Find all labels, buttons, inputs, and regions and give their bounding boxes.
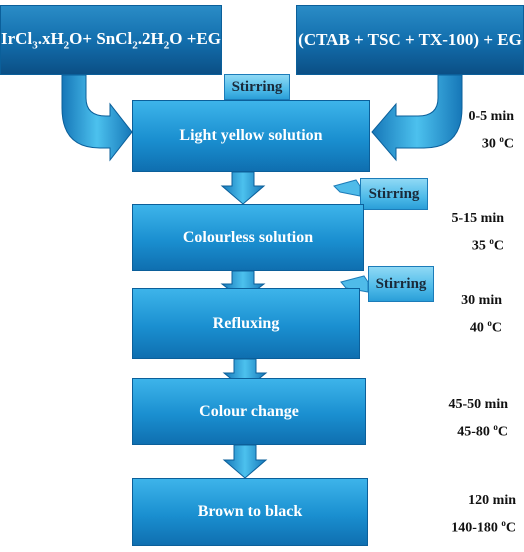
condition-time: 120 min <box>468 493 516 508</box>
left-curved-arrow <box>61 74 133 162</box>
condition-time: 0-5 min <box>468 109 515 124</box>
condition-time: 5-15 min <box>451 211 505 226</box>
stirring-label-3: Stirring <box>368 266 434 302</box>
reagent-right-text: (CTAB + TSC + TX-100) + EG <box>298 30 522 49</box>
step-brown-to-black: Brown to black <box>132 478 368 546</box>
reagent-box-right: (CTAB + TSC + TX-100) + EG <box>296 5 524 75</box>
step-label: Refluxing <box>212 314 280 332</box>
condition-temp: 40 oC <box>469 318 502 336</box>
condition-temp: 35 oC <box>471 236 504 254</box>
step-light-yellow-solution: Light yellow solution <box>132 100 370 172</box>
condition-step-1: 0-5 min 30 oC <box>469 106 515 156</box>
condition-step-4: 45-50 min 45-80 oC <box>449 394 509 444</box>
down-arrow-1 <box>220 171 266 205</box>
step-label: Light yellow solution <box>179 127 323 144</box>
stirring-connector-1 <box>333 179 361 197</box>
stirring-label-1: Stirring <box>224 74 290 100</box>
reagent-box-left: IrCl3.xH2O+ SnCl2.2H2O +EG <box>0 5 222 75</box>
condition-step-3: 30 min 40 oC <box>461 290 502 340</box>
stirring-label-2: Stirring <box>360 178 428 210</box>
right-curved-arrow <box>371 74 463 162</box>
condition-step-5: 120 min 140-180 oC <box>451 490 516 540</box>
reagent-left-text: IrCl3.xH2O+ SnCl2.2H2O +EG <box>1 28 221 52</box>
step-refluxing: Refluxing <box>132 288 360 359</box>
step-label: Colourless solution <box>182 228 314 246</box>
condition-temp: 140-180 oC <box>451 518 516 536</box>
condition-time: 45-50 min <box>448 397 509 412</box>
down-arrow-4 <box>222 444 268 479</box>
step-label: Brown to black <box>197 503 303 520</box>
condition-temp: 45-80 oC <box>457 422 508 440</box>
condition-temp: 30 oC <box>481 134 514 152</box>
step-label: Colour change <box>199 402 299 420</box>
step-colourless-solution: Colourless solution <box>132 204 364 271</box>
condition-time: 30 min <box>461 293 502 308</box>
step-colour-change: Colour change <box>132 378 366 445</box>
condition-step-2: 5-15 min 35 oC <box>452 208 505 258</box>
